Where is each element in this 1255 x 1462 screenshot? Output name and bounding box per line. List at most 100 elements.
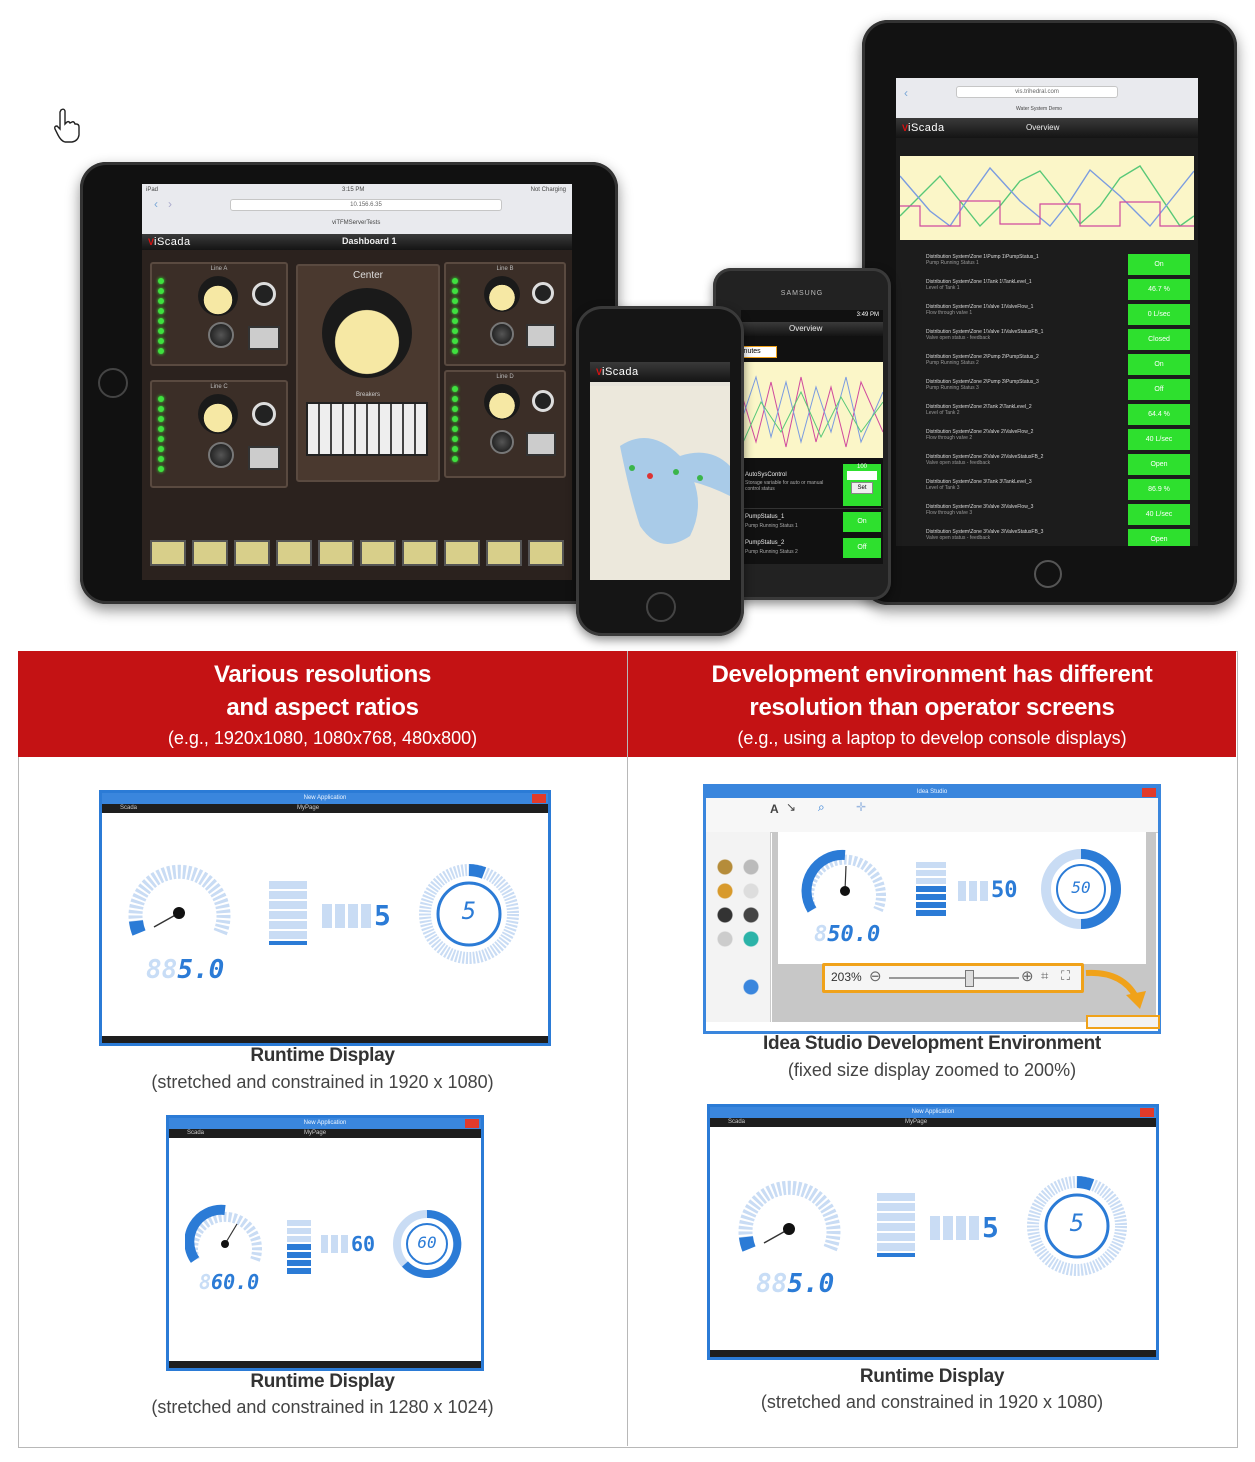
breaker-switches[interactable] bbox=[306, 402, 428, 456]
app-bar: ViScada bbox=[590, 362, 730, 382]
ipad-landscape-device: iPad 3:15 PM Not Charging ‹ › 10.156.6.3… bbox=[80, 162, 618, 604]
panel-title: Line A bbox=[210, 266, 228, 272]
panel-title: Line B bbox=[496, 266, 514, 272]
dial-icon bbox=[252, 282, 276, 306]
knob[interactable] bbox=[208, 322, 234, 348]
back-icon[interactable]: ‹ bbox=[904, 86, 908, 100]
zoom-tool-icon[interactable]: ⌕ bbox=[818, 800, 825, 814]
row-name: Distribution System\Zone 2\Valve 2\Valve… bbox=[926, 454, 1044, 460]
range-select[interactable]: inutes bbox=[741, 346, 777, 358]
row-name: Distribution System\Zone 1\Valve 1\Valve… bbox=[926, 304, 1034, 310]
panel-title: Line D bbox=[496, 374, 514, 380]
address-bar[interactable]: vis.trihedral.com bbox=[956, 86, 1118, 98]
back-icon[interactable]: ‹ bbox=[154, 197, 158, 211]
samsung-row-1: AutoSysControl Storage variable for auto… bbox=[741, 462, 883, 509]
design-canvas[interactable]: 850.0 50 50 bbox=[778, 832, 1146, 964]
switch-pair[interactable] bbox=[526, 324, 556, 348]
ring-gauge: 60 bbox=[391, 1208, 463, 1280]
move-tool-icon[interactable]: ✛ bbox=[856, 800, 867, 814]
zoom-out-icon[interactable]: ⊖ bbox=[869, 968, 882, 985]
tab-title: viTFMServerTests bbox=[332, 220, 381, 226]
switch-pair[interactable] bbox=[248, 446, 280, 470]
taskbar bbox=[102, 1036, 548, 1043]
close-icon[interactable] bbox=[1140, 1108, 1154, 1117]
widget-palette bbox=[706, 832, 771, 1022]
zoom-control[interactable]: 203% ⊖ ⊕ ⌗ ⛶ bbox=[822, 963, 1084, 993]
value-label: 100 bbox=[856, 464, 867, 470]
forward-icon[interactable]: › bbox=[168, 197, 172, 211]
fullscreen-icon[interactable]: ⛶ bbox=[1061, 968, 1071, 983]
caption-title: Runtime Display bbox=[250, 1371, 395, 1392]
iphone-screen: ViScada bbox=[590, 362, 730, 580]
meter-gauge bbox=[484, 384, 520, 420]
knob[interactable] bbox=[490, 430, 514, 454]
brand-logo: ViScada bbox=[148, 236, 191, 248]
bar-level-stack bbox=[916, 862, 946, 916]
digital-readout: 860.0 bbox=[199, 1270, 260, 1294]
page-title: Overview bbox=[789, 324, 823, 333]
knob[interactable] bbox=[208, 442, 234, 468]
bottom-meter-row bbox=[150, 540, 564, 566]
brand-logo: ViScada bbox=[902, 122, 945, 134]
meter-gauge bbox=[198, 276, 238, 316]
header-line-2: and aspect ratios bbox=[226, 694, 419, 721]
brand-label: Scada bbox=[728, 1119, 746, 1125]
bar-level-stack bbox=[287, 1220, 311, 1274]
home-button bbox=[98, 368, 128, 398]
ring-gauge: 5 bbox=[418, 863, 520, 965]
text-tool-icon[interactable]: A bbox=[770, 802, 779, 816]
header-example: (e.g., 1920x1080, 1080x768, 480x800) bbox=[167, 728, 478, 748]
line-tool-icon[interactable]: ↘ bbox=[786, 800, 797, 814]
zoom-in-icon[interactable]: ⊕ bbox=[1021, 968, 1034, 985]
page-label: MyPage bbox=[297, 805, 320, 811]
knob[interactable] bbox=[490, 322, 514, 346]
ring-value: 5 bbox=[1069, 1209, 1085, 1237]
switch-pair[interactable] bbox=[248, 326, 280, 350]
widget-grid[interactable] bbox=[712, 858, 764, 1008]
set-button[interactable]: Set bbox=[851, 482, 873, 494]
switch-pair[interactable] bbox=[526, 432, 556, 456]
meter-gauge bbox=[198, 394, 238, 434]
row-name: PumpStatus_2 bbox=[745, 540, 785, 546]
value-panel: 100 Set bbox=[843, 464, 881, 506]
row-sub: Pump Running Status 1 bbox=[745, 523, 798, 529]
ribbon-toolbar: A ↘ ⌕ ✛ bbox=[706, 798, 1158, 833]
row-sub: Pump Running Status 3 bbox=[926, 385, 979, 391]
map-view[interactable] bbox=[590, 386, 730, 580]
zoom-slider-track[interactable] bbox=[889, 977, 1019, 979]
led-column bbox=[158, 278, 164, 358]
segment-display: 5 bbox=[322, 899, 391, 932]
page-label: MyPage bbox=[304, 1130, 327, 1136]
close-icon[interactable] bbox=[532, 794, 546, 803]
value-input[interactable] bbox=[847, 471, 877, 480]
browser-bar: ‹ vis.trihedral.com Water System Demo bbox=[896, 78, 1198, 119]
row-name: Distribution System\Zone 1\Pump 1\PumpSt… bbox=[926, 254, 1039, 260]
overview-list: On 46.7 % 0 L/sec Closed On Off 64.4 % 4… bbox=[896, 252, 1198, 546]
close-icon[interactable] bbox=[1142, 788, 1156, 797]
window-title: Idea Studio bbox=[706, 787, 1158, 798]
zoom-level: 203% bbox=[831, 970, 862, 984]
status-cell: Off bbox=[1128, 379, 1190, 400]
close-icon[interactable] bbox=[465, 1119, 479, 1128]
row-labels: Distribution System\Zone 1\Pump 1\PumpSt… bbox=[926, 254, 1126, 546]
iphone-device: ViScada bbox=[576, 306, 744, 636]
row-sub: Level of Tank 1 bbox=[926, 285, 960, 291]
status-zoom-highlight bbox=[1086, 1015, 1160, 1029]
dial-icon bbox=[532, 390, 554, 412]
digital-readout: 885.0 bbox=[146, 955, 225, 985]
hand-cursor-icon bbox=[52, 108, 82, 149]
zoom-callout-arrow-icon bbox=[1082, 967, 1152, 1017]
zoom-slider-thumb[interactable] bbox=[965, 970, 974, 987]
address-bar[interactable]: 10.156.6.35 bbox=[230, 199, 502, 211]
row-name: Distribution System\Zone 3\Tank 3\TankLe… bbox=[926, 479, 1032, 485]
caption-title: Runtime Display bbox=[250, 1045, 395, 1066]
ring-value: 60 bbox=[417, 1233, 437, 1252]
row-name: AutoSysControl bbox=[745, 472, 787, 478]
idea-studio-window: Idea Studio A ↘ ⌕ ✛ 850.0 50 50 203% ⊖ ⊕… bbox=[703, 784, 1161, 1034]
ring-value: 50 bbox=[1071, 878, 1091, 897]
fit-icon[interactable]: ⌗ bbox=[1041, 968, 1049, 983]
digital-readout: 885.0 bbox=[756, 1269, 835, 1299]
